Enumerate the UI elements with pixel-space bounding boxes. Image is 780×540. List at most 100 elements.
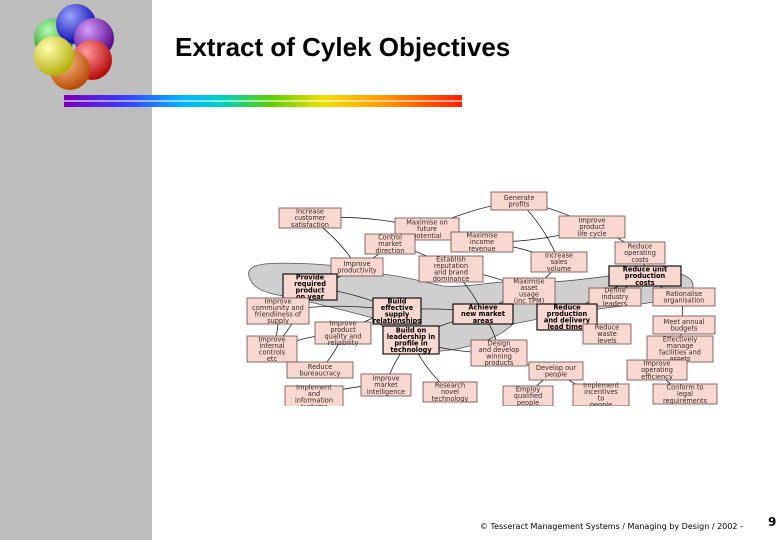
objective-node-box: [278, 207, 342, 229]
objective-node-box: [626, 359, 688, 381]
rainbow-divider: [64, 95, 462, 107]
objective-node-box: [652, 383, 718, 405]
objective-node-box: [246, 297, 310, 325]
objective-node-box: [528, 361, 584, 381]
objective-node-box: [572, 383, 630, 406]
objective-node-box: [418, 255, 484, 283]
objective-node-box: [286, 361, 354, 379]
objective-node-box: [372, 297, 422, 325]
objective-node-box: [314, 321, 372, 345]
slide-footer: © Tesseract Management Systems / Managin…: [480, 522, 743, 531]
objective-node-box: [502, 277, 556, 305]
objective-node-box: [530, 251, 588, 273]
objective-node-box: [536, 303, 598, 331]
slide-sidebar: [0, 0, 152, 540]
page-number: 9: [768, 515, 777, 529]
objective-node-box: [470, 339, 528, 367]
objective-node-box: [652, 315, 716, 335]
objective-node-box: [608, 265, 682, 287]
objective-node-box: [382, 325, 440, 355]
objective-node-box: [652, 287, 716, 307]
objective-node-box: [246, 335, 298, 363]
objective-node-box: [364, 233, 416, 255]
objective-node-box: [282, 273, 338, 301]
objective-node-box: [588, 287, 642, 307]
objective-node-label: Implementandinformationsystems: [295, 383, 333, 406]
objective-node-box: [422, 381, 478, 403]
objective-node-box: [450, 231, 514, 253]
tesseract-logo: [34, 4, 114, 90]
objective-node-box: [558, 215, 626, 239]
objective-node: Implementandinformationsystems: [284, 383, 344, 406]
objective-node-box: [284, 385, 344, 406]
objective-node-box: [330, 257, 384, 277]
objective-node-box: [360, 373, 412, 397]
